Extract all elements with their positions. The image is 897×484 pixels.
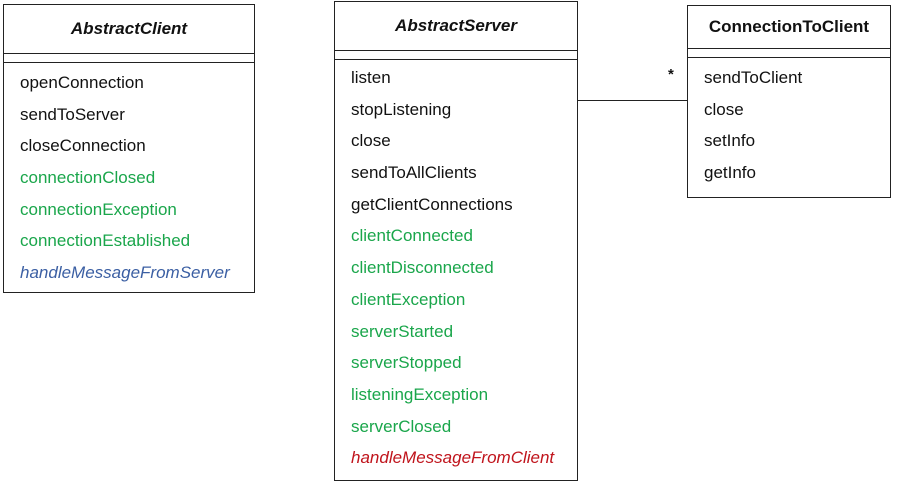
connection-to-client-operations: sendToClient close setInfo getInfo <box>688 58 890 189</box>
association-multiplicity: * <box>668 66 674 83</box>
operation-item: sendToClient <box>704 68 803 87</box>
operation-item: sendToServer <box>20 104 125 124</box>
abstract-client-attributes-compartment <box>4 53 254 63</box>
abstract-client-class: AbstractClient openConnection sendToServe… <box>3 4 255 293</box>
abstract-client-operations: openConnection sendToServer closeConnectio… <box>4 63 254 289</box>
operation-item: openConnection <box>20 73 144 92</box>
abstract-server-title: AbstractServer <box>395 16 517 35</box>
operation-item: clientException <box>351 289 466 309</box>
abstract-server-operations: listen stopListening close sendToAllClients… <box>335 60 577 474</box>
operation-item: closeConnection <box>20 136 146 156</box>
abstract-server-class: AbstractServer listen stopListening close s… <box>334 1 578 481</box>
operation-item: handleMessageFromServer <box>20 263 230 283</box>
operation-item: clientDisconnected <box>351 258 494 278</box>
operation-item: connectionClosed <box>20 168 156 188</box>
abstract-server-attributes-compartment <box>335 50 577 60</box>
connection-to-client-attributes-compartment <box>688 48 890 58</box>
operation-item: serverStarted <box>351 321 454 341</box>
operation-item: serverStopped <box>351 353 462 373</box>
abstract-client-title: AbstractClient <box>70 19 188 38</box>
operation-item: listeningException <box>351 384 489 404</box>
operation-item: setInfo <box>704 131 756 151</box>
operation-item: getInfo <box>704 163 756 183</box>
operation-item: getClientConnections <box>351 194 513 214</box>
connection-to-client-title: ConnectionToClient <box>708 17 870 36</box>
operation-item: close <box>704 99 744 119</box>
connection-to-client-class: ConnectionToClient sendToClient close setI… <box>687 5 891 198</box>
operation-item: serverClosed <box>351 416 452 436</box>
operation-item: close <box>351 131 391 151</box>
operation-item: connectionException <box>20 199 177 219</box>
operation-item: sendToAllClients <box>351 163 477 183</box>
operation-item: connectionEstablished <box>20 231 191 251</box>
operation-item: listen <box>351 68 391 87</box>
operation-item: stopListening <box>351 99 452 119</box>
operation-item: clientConnected <box>351 226 473 246</box>
operation-item: handleMessageFromClient <box>351 448 555 468</box>
association-line <box>578 100 688 101</box>
